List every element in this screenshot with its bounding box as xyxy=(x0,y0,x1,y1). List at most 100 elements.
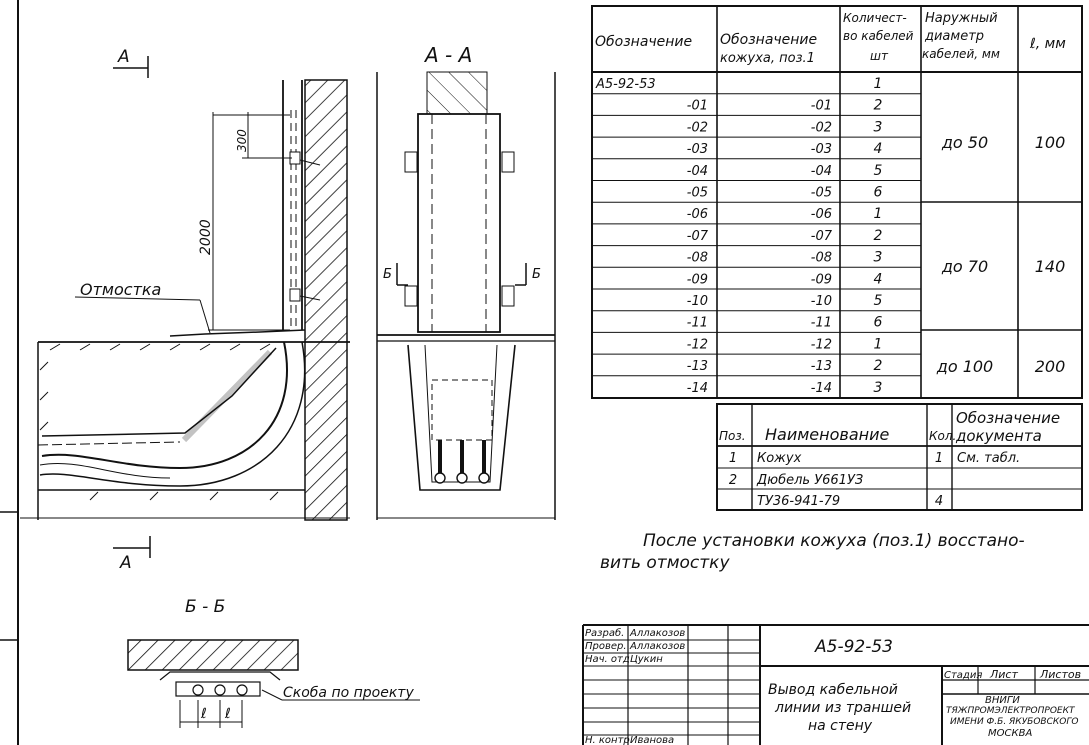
section-bb-title: Б - Б xyxy=(185,597,225,617)
table-row-casing: -05 xyxy=(811,186,832,201)
tb-org-4: МОСКВА xyxy=(988,728,1032,739)
section-aa-title: А - А xyxy=(423,43,472,67)
tb-org-3: ИМЕНИ Ф.Б. ЯКУБОВСКОГО xyxy=(950,717,1078,727)
bb-slab xyxy=(127,639,299,671)
table-row-designation: -06 xyxy=(687,207,708,222)
spec-row-qty: 1 xyxy=(935,451,943,466)
title-block-grid xyxy=(582,624,1089,745)
table-row-designation: -11 xyxy=(687,316,708,331)
table-row-qty: 1 xyxy=(874,336,883,352)
table-row-qty: 3 xyxy=(874,380,883,396)
dim-l-1: ℓ xyxy=(200,706,207,722)
section-bb-view xyxy=(127,639,420,728)
spec-row-name: ТУ36-941-79 xyxy=(757,494,840,509)
table-row-qty: 6 xyxy=(874,315,883,331)
hdr-diam-2: диаметр xyxy=(924,29,984,44)
section-a-marks xyxy=(113,56,151,558)
table-row-casing: -10 xyxy=(811,294,832,309)
hdr-qty-1: Количест- xyxy=(843,11,907,25)
table-row-casing: -08 xyxy=(811,251,832,266)
spec-table-grid xyxy=(716,403,1083,511)
table-row-qty: 5 xyxy=(874,293,883,309)
table-row-designation: -07 xyxy=(687,229,709,244)
group-length: 200 xyxy=(1035,357,1066,376)
table-row-qty: 6 xyxy=(874,185,883,201)
section-b-mark-right: Б xyxy=(532,267,541,282)
tb-role: Н. контр. xyxy=(585,735,633,745)
tb-name: Аллакозов xyxy=(629,641,685,652)
tb-title-2: линии из траншей xyxy=(774,700,911,716)
spec-row-pos: 2 xyxy=(729,473,737,488)
table-row-casing: -02 xyxy=(811,120,832,135)
text-layer: А А А - А Б - Б Б Б 300 2000 Отмостка Ск… xyxy=(80,11,1081,745)
tb-name: Аллакозов xyxy=(629,628,685,639)
table-row-casing: -12 xyxy=(811,337,832,352)
tb-sheet-header: Лист xyxy=(989,668,1018,681)
table-row-designation: -10 xyxy=(687,294,708,309)
tb-role: Провер. xyxy=(585,641,627,652)
table-row-casing: -03 xyxy=(811,142,832,157)
tb-org-2: ТЯЖПРОМЭЛЕКТРОПРОЕКТ xyxy=(946,706,1076,716)
spec-row-name: Дюбель У661УЗ xyxy=(756,473,863,488)
table-row-qty: 2 xyxy=(874,358,883,374)
section-a-mark: А xyxy=(117,47,130,67)
table-row-qty: 3 xyxy=(874,119,883,135)
ground-surface xyxy=(38,296,350,343)
hdr-diam-3: кабелей, мм xyxy=(922,47,1000,61)
spec-hdr-pos: Поз. xyxy=(719,429,746,443)
side-view xyxy=(20,56,350,558)
cables-top xyxy=(426,71,488,115)
label-skoba: Скоба по проекту xyxy=(283,685,414,701)
table-row-designation: -01 xyxy=(687,99,708,114)
hdr-diam-1: Наружный xyxy=(925,11,998,26)
table-row-qty: 1 xyxy=(874,76,883,92)
table-row-casing: -04 xyxy=(811,164,832,179)
tb-name: Цукин xyxy=(630,654,663,665)
tb-org-1: ВНИГИ xyxy=(985,695,1020,706)
tb-code: А5-92-53 xyxy=(814,637,893,657)
spec-row-qty: 4 xyxy=(935,494,943,509)
table-row-qty: 4 xyxy=(874,271,883,287)
table-row-designation: -14 xyxy=(687,381,708,396)
page-frame xyxy=(0,0,19,745)
tb-name: Иванова xyxy=(630,735,674,745)
spec-row-pos: 1 xyxy=(729,451,737,466)
table-row-designation: -02 xyxy=(687,120,708,135)
table-row-designation: А5-92-53 xyxy=(595,77,656,92)
table-row-casing: -13 xyxy=(811,359,832,374)
tb-sheets-header: Листов xyxy=(1039,668,1081,681)
hdr-designation: Обозначение xyxy=(595,34,692,50)
hdr-qty-3: шт xyxy=(870,49,889,63)
table-row-casing: -06 xyxy=(811,207,832,222)
dim-2000: 2000 xyxy=(198,219,214,255)
dim-l-2: ℓ xyxy=(224,706,231,722)
group-diameter: до 70 xyxy=(941,257,988,276)
note-line-2: вить отмостку xyxy=(600,553,730,573)
group-length: 140 xyxy=(1035,257,1066,276)
table-row-designation: -12 xyxy=(687,337,708,352)
section-b-mark-left: Б xyxy=(383,267,392,282)
table-row-qty: 5 xyxy=(874,163,883,179)
table-row-qty: 2 xyxy=(874,228,883,244)
tb-role: Нач. отд. xyxy=(585,654,633,665)
hdr-length: ℓ, мм xyxy=(1029,36,1066,52)
table-row-designation: -08 xyxy=(687,251,708,266)
table-row-designation: -04 xyxy=(687,164,708,179)
table-row-casing: -14 xyxy=(811,381,832,396)
tb-title-1: Вывод кабельной xyxy=(768,682,898,698)
group-length: 100 xyxy=(1035,133,1066,152)
spec-hdr-doc-2: документа xyxy=(955,427,1042,445)
tb-role: Разраб. xyxy=(585,627,624,639)
trench-side xyxy=(20,341,350,520)
casing-front xyxy=(417,113,501,333)
hdr-qty-2: во кабелей xyxy=(843,29,914,43)
tb-title-3: на стену xyxy=(808,718,873,734)
hdr-casing-2: кожуха, поз.1 xyxy=(720,51,815,66)
spec-hdr-qty: Кол. xyxy=(929,429,956,443)
table-row-designation: -13 xyxy=(687,359,708,374)
casing-side xyxy=(282,80,321,330)
table-row-casing: -11 xyxy=(811,316,832,331)
section-aa-view xyxy=(376,71,556,520)
group-diameter: до 100 xyxy=(936,357,993,376)
